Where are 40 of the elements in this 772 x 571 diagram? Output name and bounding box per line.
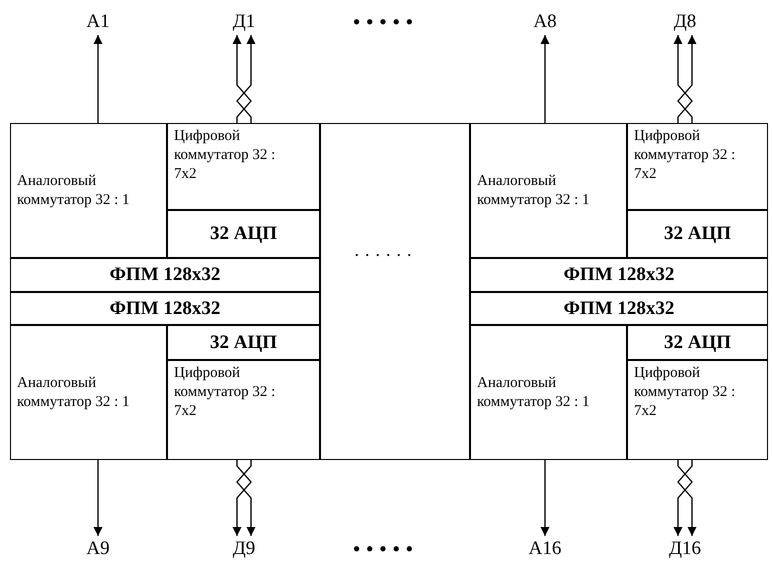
twisted-pair-arrow (232, 35, 252, 123)
adc-box: 32 АЦП (167, 325, 320, 360)
arrow (93, 460, 103, 536)
fpm-box: ФПМ 128x32 (470, 258, 768, 292)
digital-switch-box: Цифровой коммутатор 32 : 7x2 (627, 360, 768, 460)
signal-label: Д8 (660, 9, 710, 35)
analog-switch-box: Аналоговый коммутатор 32 : 1 (10, 325, 167, 460)
twisted-pair-arrow (236, 460, 256, 536)
twisted-pair-arrow (673, 460, 693, 536)
signal-label: Д9 (219, 536, 269, 562)
ellipsis-label: • • • • • (352, 536, 414, 562)
fpm-box: ФПМ 128x32 (10, 292, 320, 325)
twisted-pair-arrow (677, 460, 697, 536)
analog-switch-box: Аналоговый коммутатор 32 : 1 (470, 123, 627, 258)
signal-label: А9 (73, 536, 123, 562)
twisted-pair-arrow (673, 35, 693, 123)
fpm-box: ФПМ 128x32 (10, 258, 320, 292)
arrow (540, 460, 550, 536)
fpm-box: ФПМ 128x32 (470, 292, 768, 325)
digital-switch-box: Цифровой коммутатор 32 : 7x2 (167, 123, 320, 210)
twisted-pair-arrow (677, 35, 697, 123)
signal-label: А1 (73, 9, 123, 35)
arrow (93, 35, 103, 123)
arrow (540, 35, 550, 123)
digital-switch-box: Цифровой коммутатор 32 : 7x2 (167, 360, 320, 460)
ellipsis-label: · · · · · · (352, 244, 414, 267)
signal-label: Д1 (219, 9, 269, 35)
empty-block (320, 123, 470, 460)
adc-box: 32 АЦП (167, 210, 320, 258)
signal-label: А8 (520, 9, 570, 35)
signal-label: А16 (520, 536, 570, 562)
adc-box: 32 АЦП (627, 325, 768, 360)
analog-switch-box: Аналоговый коммутатор 32 : 1 (10, 123, 167, 258)
analog-switch-box: Аналоговый коммутатор 32 : 1 (470, 325, 627, 460)
adc-box: 32 АЦП (627, 210, 768, 258)
signal-label: Д16 (660, 536, 710, 562)
twisted-pair-arrow (236, 35, 256, 123)
digital-switch-box: Цифровой коммутатор 32 : 7x2 (627, 123, 768, 210)
twisted-pair-arrow (232, 460, 252, 536)
ellipsis-label: • • • • • (352, 9, 414, 35)
